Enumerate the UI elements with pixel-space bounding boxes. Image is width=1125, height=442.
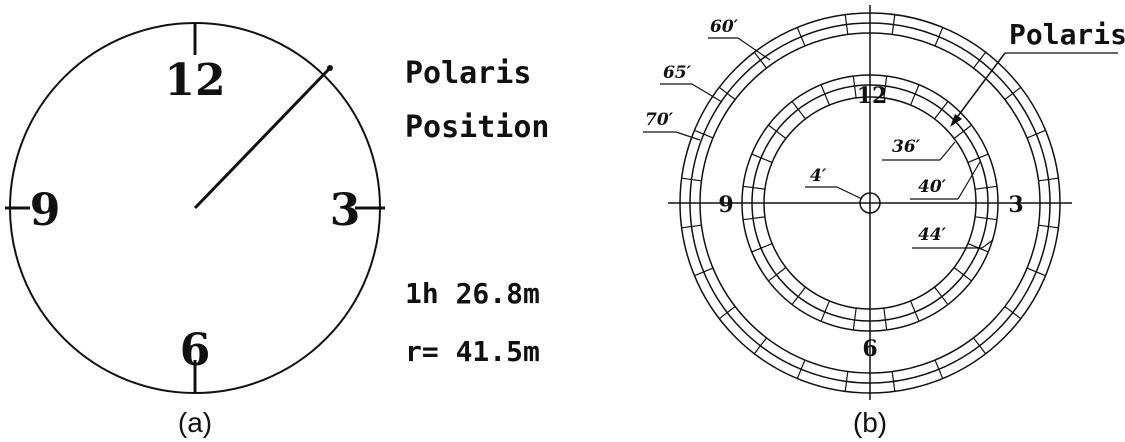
numeral-9-b: 9	[718, 192, 733, 218]
outer-scale-tick	[934, 27, 944, 47]
ring-70	[679, 12, 1061, 394]
ring-label-70-leader	[675, 131, 701, 141]
ring-label-36-leader	[939, 141, 956, 161]
inner-scale-tick	[768, 124, 787, 139]
inner-scale-tick	[751, 153, 773, 163]
caption-b: (b)	[853, 407, 887, 438]
numeral-6-b: 6	[862, 336, 877, 362]
inner-scale-tick	[820, 300, 830, 322]
polaris-leader	[954, 52, 1006, 121]
outer-scale-tick	[891, 14, 896, 35]
ring-label-36: 36′	[892, 137, 921, 157]
outer-scale-tick	[844, 14, 849, 35]
ring-label-40-leader	[957, 161, 981, 200]
ring-65	[689, 22, 1051, 384]
outer-scale-tick	[844, 371, 849, 392]
outer-scale-tick	[718, 306, 736, 320]
ring-label-70: 70′	[645, 110, 674, 130]
inner-scale-ticks	[743, 76, 997, 330]
outer-scale-ticks	[681, 14, 1059, 392]
panel-b: 12 3 6 9 Polaris 60′ 65′ 70′ 36′ 40′ 44′…	[643, 5, 1125, 438]
inner-scale-tick	[910, 300, 920, 322]
caption-a: (a)	[178, 407, 212, 438]
outer-scale-tick	[694, 129, 714, 139]
outer-scale-tick	[1004, 306, 1022, 320]
outer-scale-tick	[796, 27, 806, 47]
inner-scale-tick	[820, 84, 830, 106]
radius-label: r= 41.5m	[405, 335, 540, 368]
inner-scale-tick	[883, 76, 888, 98]
inner-scale-tick	[910, 84, 920, 106]
outer-scale-tick	[753, 337, 767, 355]
outer-scale-tick	[1026, 129, 1046, 139]
outer-scale-tick	[1038, 224, 1059, 229]
inner-scale-tick	[967, 153, 989, 163]
outer-scale-tick	[934, 359, 944, 379]
numeral-6: 6	[180, 325, 211, 376]
inner-scale-tick	[953, 267, 972, 282]
ring-44	[741, 74, 999, 332]
outer-scale-tick	[1026, 267, 1046, 277]
hour-angle-label: 1h 26.8m	[405, 277, 540, 310]
outer-scale-tick	[973, 337, 987, 355]
inner-scale-tick	[953, 124, 972, 139]
ring-4	[859, 192, 881, 214]
numeral-12: 12	[164, 55, 225, 106]
numeral-12-b: 12	[857, 83, 888, 109]
ring-label-44: 44′	[918, 225, 947, 245]
polaris-pointer	[193, 66, 332, 210]
outer-scale-tick	[681, 224, 702, 229]
ring-60	[699, 32, 1041, 374]
polaris-arrowhead	[950, 114, 962, 127]
inner-scale-tick	[934, 101, 949, 120]
ring-label-44-leader	[981, 239, 994, 249]
inner-scale-tick	[975, 185, 997, 190]
title-line-2: Position	[405, 110, 550, 145]
ring-label-4: 4′	[810, 166, 827, 186]
inner-scale-tick	[852, 308, 857, 330]
inner-scale-tick	[852, 76, 857, 98]
outer-scale-tick	[694, 267, 714, 277]
outer-scale-tick	[891, 371, 896, 392]
polaris-marker	[327, 65, 333, 71]
numeral-9: 9	[30, 185, 61, 236]
inner-scale-tick	[791, 101, 806, 120]
outer-scale-tick	[973, 51, 987, 69]
ring-label-60: 60′	[710, 17, 739, 37]
inner-scale-tick	[975, 216, 997, 221]
outer-scale-tick	[1038, 177, 1059, 182]
ring-36	[763, 96, 977, 310]
inner-scale-tick	[751, 243, 773, 253]
ring-40	[751, 84, 989, 322]
polaris-label: Polaris	[1009, 18, 1125, 51]
inner-scale-tick	[791, 286, 806, 305]
numeral-3: 3	[330, 185, 361, 236]
ring-label-60-leader	[737, 37, 771, 61]
outer-scale-tick	[753, 51, 767, 69]
inner-scale-tick	[883, 308, 888, 330]
outer-scale-tick	[718, 86, 736, 100]
outer-scale-tick	[1004, 86, 1022, 100]
ring-label-65: 65′	[663, 63, 692, 83]
ring-label-4-leader	[836, 186, 863, 200]
panel-a: 12 3 6 9 Polaris Position 1h 26.8m r= 41…	[5, 22, 550, 438]
outer-scale-tick	[796, 359, 806, 379]
ring-label-40: 40′	[918, 177, 947, 197]
inner-scale-tick	[743, 216, 765, 221]
inner-scale-tick	[934, 286, 949, 305]
title-line-1: Polaris	[405, 56, 531, 91]
outer-scale-tick	[681, 177, 702, 182]
inner-scale-tick	[768, 267, 787, 282]
numeral-3-b: 3	[1008, 192, 1023, 218]
inner-scale-tick	[743, 185, 765, 190]
ring-label-65-leader	[691, 83, 723, 103]
